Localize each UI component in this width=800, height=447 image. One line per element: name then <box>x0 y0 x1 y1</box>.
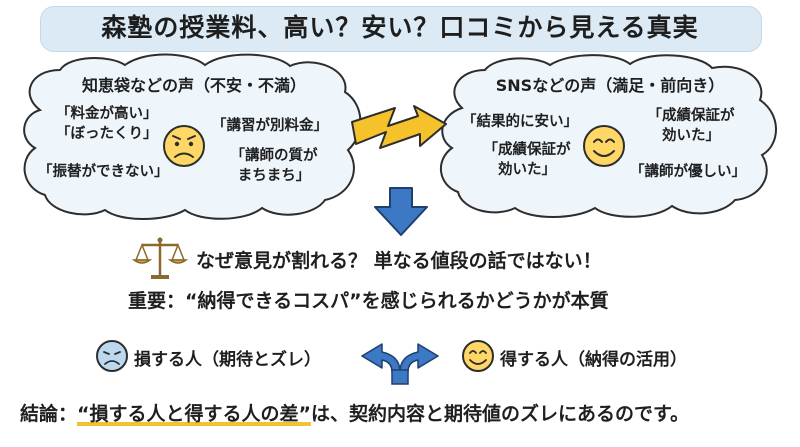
left-quote-1-line1: 「料金が高い」 <box>56 106 158 122</box>
right-quote-1: 「結果的に安い」 <box>462 114 578 130</box>
right-quote-3: 「成績保証が 効いた」 <box>632 106 750 146</box>
worried-face-icon <box>163 125 205 167</box>
left-quote-4-line1: 「講師の質が <box>230 148 318 164</box>
right-quote-2: 「成績保証が 効いた」 <box>468 140 586 180</box>
conclusion-highlight: “損する人と得する人の差” <box>77 403 311 425</box>
conclusion-prefix: 結論： <box>20 403 78 425</box>
split-arrow-icon <box>361 343 439 385</box>
question-line: なぜ意見が割れる？ 単なる値段の話ではない！ <box>196 250 602 272</box>
right-quote-3-line2: 効いた」 <box>662 128 720 144</box>
right-quote-4: 「講師が優しい」 <box>630 164 746 180</box>
sad-face-icon <box>96 340 128 372</box>
left-panel-heading: 知恵袋などの声（不安・不満） <box>81 76 306 95</box>
gain-label: 得する人（納得の活用） <box>500 350 687 370</box>
conclusion-line: 結論：“損する人と得する人の差”は、契約内容と期待値のズレにあるのです。 <box>20 399 689 426</box>
left-quote-4: 「講師の質が まちまち」 <box>218 146 330 186</box>
left-quote-1: 「料金が高い」 「ぼったくり」 <box>56 104 158 144</box>
happy-face-icon <box>462 340 494 372</box>
title-banner <box>40 6 762 52</box>
smile-face-icon <box>583 125 625 167</box>
conclusion-suffix: は、契約内容と期待値のズレにあるのです。 <box>311 403 690 425</box>
down-arrow-icon <box>374 187 428 236</box>
right-quote-2-line1: 「成績保証が <box>483 142 571 158</box>
page-title: 森塾の授業料、高い？安い？口コミから見える真実 <box>101 13 699 42</box>
loss-label: 損する人（期待とズレ） <box>134 350 321 370</box>
right-quote-2-line2: 効いた」 <box>498 162 556 178</box>
scales-icon <box>131 237 189 279</box>
left-quote-1-line2: 「ぼったくり」 <box>56 126 158 142</box>
important-line: 重要：“納得できるコスパ”を感じられるかどうかが本質 <box>128 290 609 312</box>
left-quote-2: 「振替ができない」 <box>38 164 169 180</box>
right-panel-heading: SNSなどの声（満足・前向き） <box>495 76 725 95</box>
lightning-arrow-icon <box>351 105 447 149</box>
right-quote-3-line1: 「成績保証が <box>647 108 735 124</box>
left-quote-4-line2: まちまち」 <box>237 168 311 184</box>
left-quote-3: 「講習が別料金」 <box>212 118 328 134</box>
